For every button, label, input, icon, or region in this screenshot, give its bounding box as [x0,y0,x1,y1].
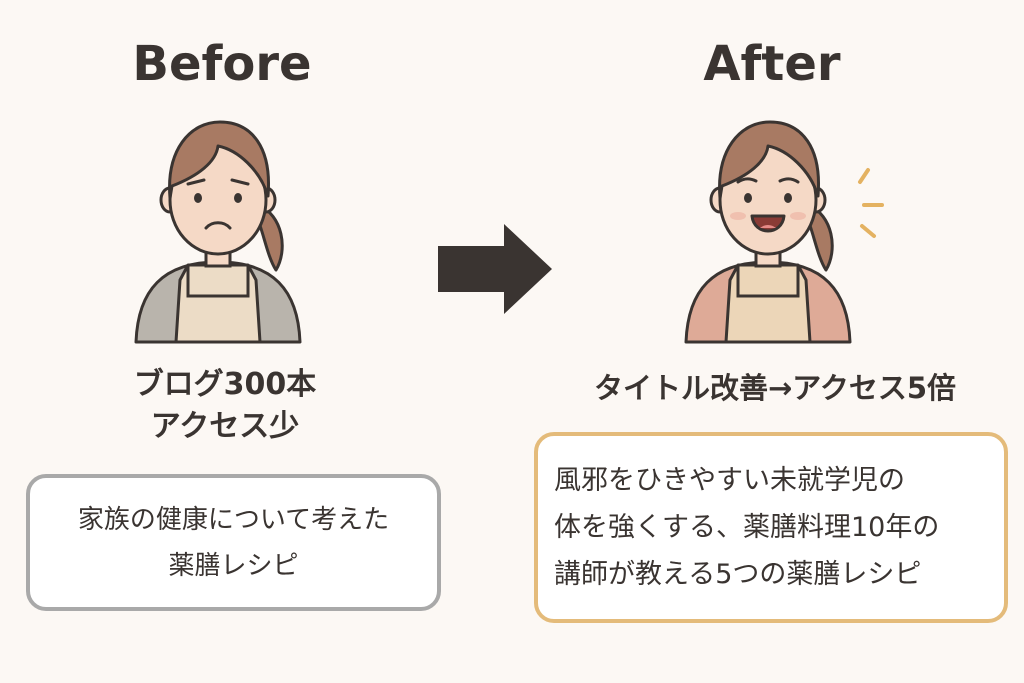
after-title-text: 風邪をひきやすい未就学児の 体を強くする、薬膳料理10年の 講師が教える5つの薬… [554,465,940,590]
after-caption: タイトル改善→アクセス5倍 [593,371,957,405]
right-arrow-icon [438,224,552,314]
after-title-box: 風邪をひきやすい未就学児の 体を強くする、薬膳料理10年の 講師が教える5つの薬… [534,432,1008,623]
before-heading: Before [132,36,312,92]
worried-woman-icon [134,120,302,344]
before-title-text: 家族の健康について考えた 薬膳レシピ [77,504,390,581]
before-caption-line1: ブログ300本 [133,367,317,402]
before-caption: ブログ300本 アクセス少 [80,364,370,448]
after-heading: After [703,36,841,92]
before-caption-line2: アクセス少 [150,409,300,444]
before-title-box: 家族の健康について考えた 薬膳レシピ [26,474,441,611]
smiling-woman-icon [684,120,884,344]
